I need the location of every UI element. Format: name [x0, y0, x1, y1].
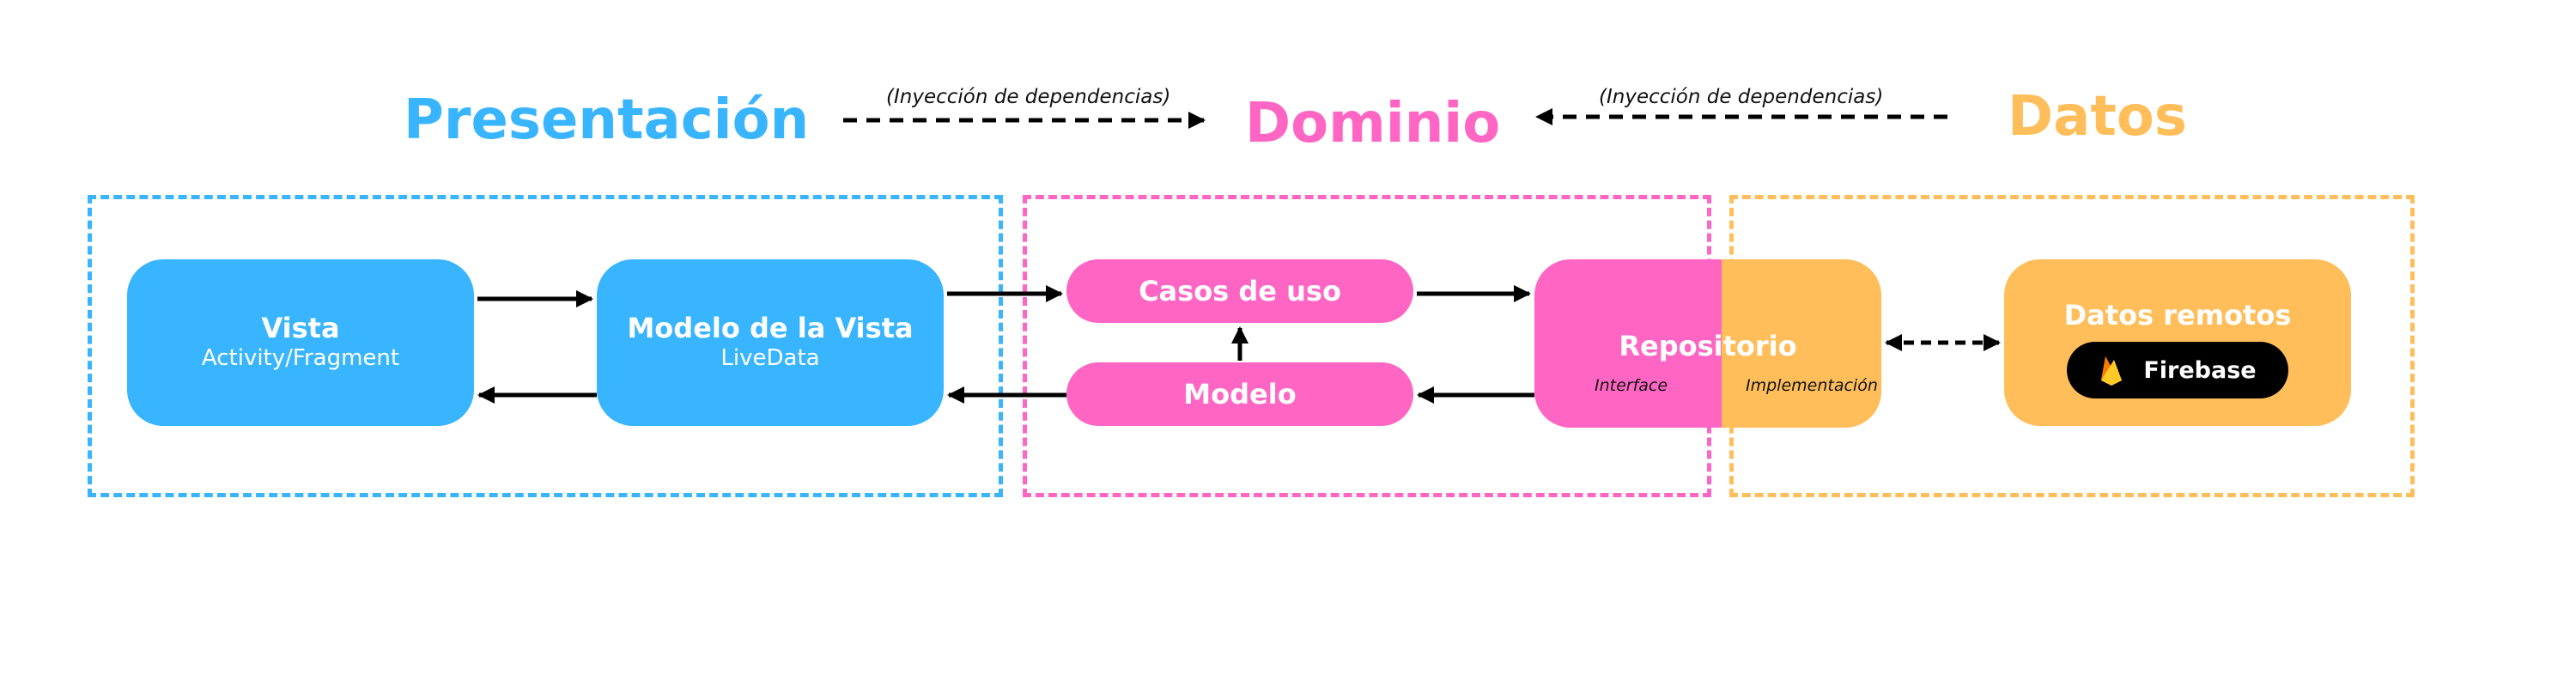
- repository-box[interactable]: Repositorio Interface Implementación: [1534, 259, 1881, 428]
- repository-title: Repositorio: [1619, 330, 1797, 362]
- viewmodel-subtitle: LiveData: [720, 345, 820, 372]
- dependency-injection-label-right: (Inyección de dependencias): [1599, 86, 1884, 108]
- repository-implementation-label: Implementación: [1746, 376, 1878, 395]
- viewmodel-box[interactable]: Modelo de la Vista LiveData: [597, 259, 944, 426]
- repository-interface-label: Interface: [1595, 376, 1668, 395]
- model-box[interactable]: Modelo: [1066, 362, 1413, 426]
- firebase-icon: [2099, 353, 2124, 387]
- remote-data-box[interactable]: Datos remotos Firebase: [2004, 259, 2351, 426]
- use-cases-title: Casos de uso: [1139, 274, 1341, 307]
- view-subtitle: Activity/Fragment: [201, 345, 400, 372]
- data-header: Datos: [2008, 85, 2187, 149]
- model-title: Modelo: [1183, 377, 1297, 410]
- view-title: Vista: [261, 311, 340, 344]
- viewmodel-title: Modelo de la Vista: [627, 311, 914, 344]
- domain-header: Dominio: [1245, 92, 1501, 155]
- presentation-region: [88, 195, 1003, 497]
- firebase-label: Firebase: [2143, 356, 2257, 384]
- firebase-badge[interactable]: Firebase: [2067, 342, 2288, 399]
- use-cases-box[interactable]: Casos de uso: [1066, 259, 1413, 323]
- remote-data-title: Datos remotos: [2063, 299, 2292, 331]
- view-box[interactable]: Vista Activity/Fragment: [127, 259, 474, 426]
- dependency-injection-label-left: (Inyección de dependencias): [886, 86, 1171, 108]
- presentation-header: Presentación: [404, 88, 810, 152]
